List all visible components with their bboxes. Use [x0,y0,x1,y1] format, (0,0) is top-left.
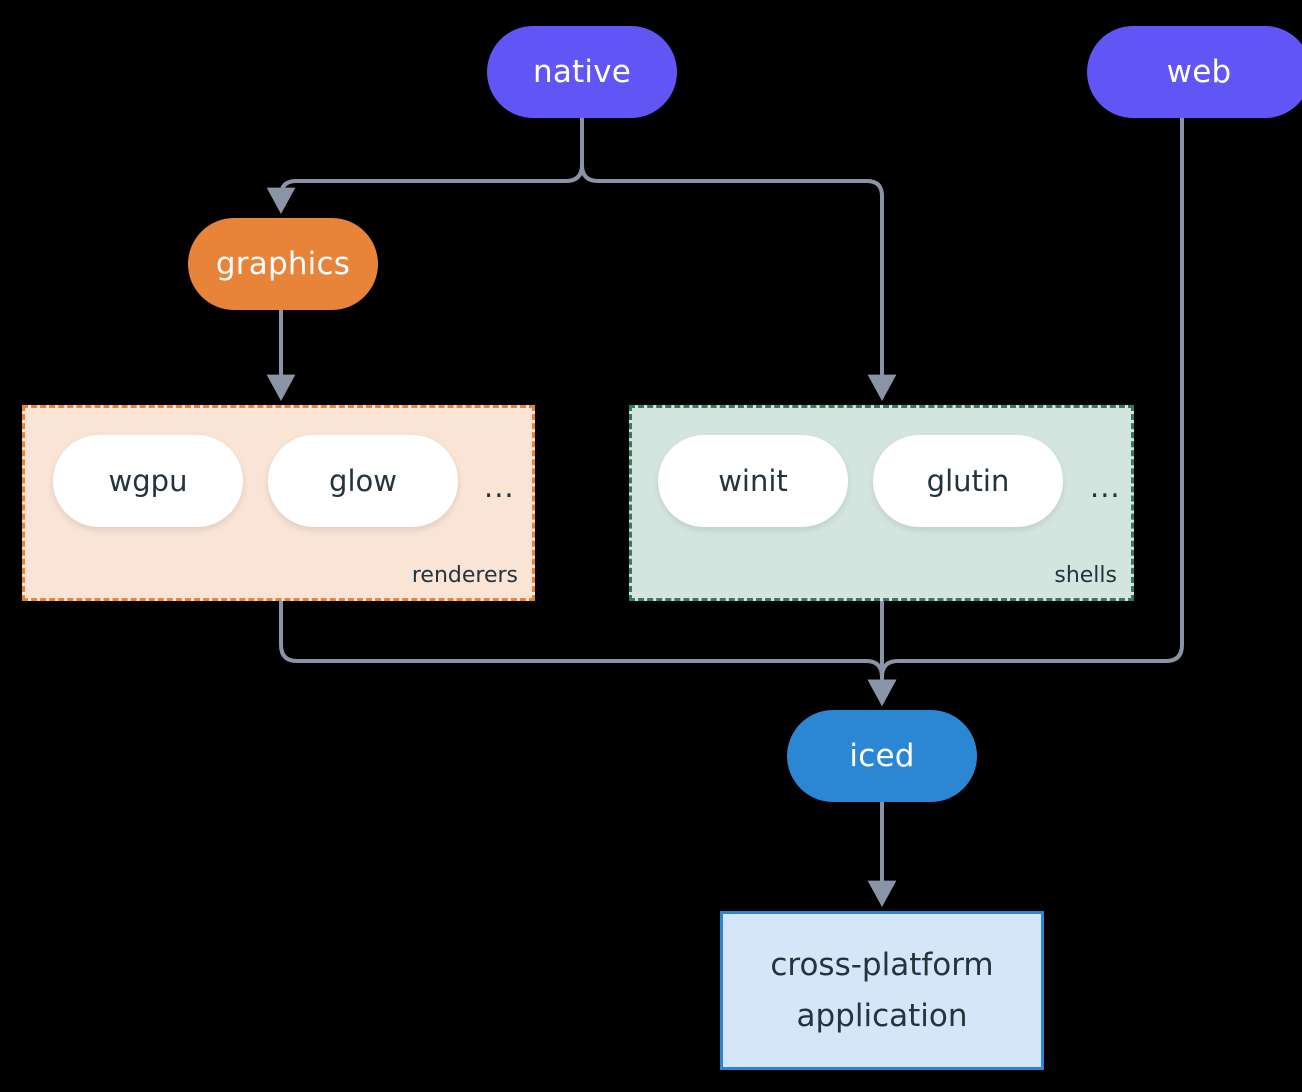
node-glow-label: glow [329,464,397,498]
node-web[interactable]: web [1087,26,1302,118]
edge-web-to-iced [867,116,1184,707]
node-cross-platform-application[interactable]: cross-platform application [720,911,1044,1070]
edge-native-to-graphics [266,116,584,215]
cluster-shells-label: shells [1054,563,1117,588]
node-wgpu[interactable]: wgpu [53,435,243,527]
node-winit-label: winit [718,464,788,498]
node-web-label: web [1166,54,1232,90]
node-native-label: native [532,54,632,90]
node-glutin-label: glutin [926,464,1010,498]
node-winit[interactable]: winit [658,435,848,527]
node-application-label-line2: application [796,997,968,1034]
node-iced-label: iced [849,738,915,774]
node-graphics-label: graphics [215,246,351,282]
cluster-shells: winit glutin ... shells [629,405,1134,601]
edge-renderers-to-iced [279,599,897,707]
cluster-renderers: wgpu glow ... renderers [22,405,535,601]
node-wgpu-label: wgpu [108,464,188,498]
renderers-overflow-ellipsis: ... [484,470,515,504]
edge-native-to-shells [580,116,897,402]
node-iced[interactable]: iced [787,710,977,802]
node-application-label-line1: cross-platform [770,947,994,984]
node-graphics[interactable]: graphics [188,218,378,310]
node-native[interactable]: native [487,26,677,118]
node-glow[interactable]: glow [268,435,458,527]
shells-overflow-ellipsis: ... [1090,470,1121,504]
node-glutin[interactable]: glutin [873,435,1063,527]
cluster-renderers-label: renderers [411,563,518,588]
